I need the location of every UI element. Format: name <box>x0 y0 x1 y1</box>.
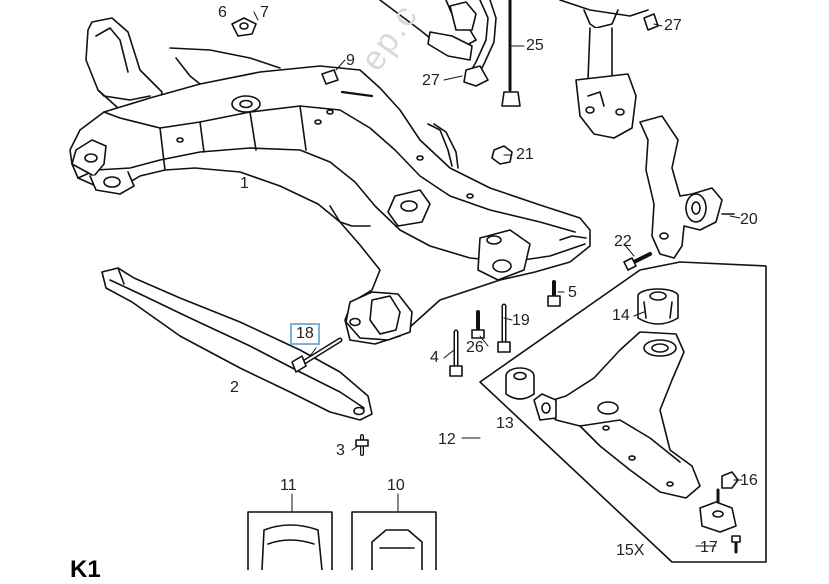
bushing-13 <box>505 367 535 400</box>
bolts-group <box>449 280 561 377</box>
label-part-18-highlighted: 18 <box>290 323 320 345</box>
label-part-1: 1 <box>240 175 249 192</box>
label-part-16: 16 <box>740 472 758 489</box>
nut-21 <box>491 145 513 165</box>
callout-box-10 <box>351 511 437 570</box>
label-part-10: 10 <box>387 477 405 494</box>
label-part-4: 4 <box>430 349 439 366</box>
bolt-18 <box>291 337 343 373</box>
knuckle <box>639 115 735 259</box>
stabilizer-link <box>379 0 521 107</box>
callout-box-11 <box>247 511 333 570</box>
callout-box-12 <box>479 261 767 563</box>
label-part-17: 17 <box>700 539 718 556</box>
plate-6 <box>231 17 257 37</box>
label-part-3: 3 <box>336 442 345 459</box>
label-part-19: 19 <box>512 312 530 329</box>
label-part-15x: 15X <box>616 542 645 559</box>
label-part-26: 26 <box>466 339 484 356</box>
parts-diagram: ep.c 6 7 9 27 25 27 21 1 20 22 5 14 19 1… <box>69 0 767 583</box>
brace-plate <box>101 267 373 421</box>
label-part-21: 21 <box>516 146 534 163</box>
label-part-22: 22 <box>614 233 632 250</box>
leader-lines <box>253 11 743 547</box>
bushing-14 <box>637 288 679 325</box>
label-part-11: 11 <box>280 477 297 494</box>
label-part-14: 14 <box>612 307 630 324</box>
label-part-5: 5 <box>568 284 577 301</box>
label-part-12: 12 <box>438 431 456 448</box>
label-part-20: 20 <box>740 211 758 228</box>
label-part-2: 2 <box>230 379 239 396</box>
label-part-27-b: 27 <box>664 17 682 34</box>
bolt-22 <box>623 252 652 271</box>
label-part-13: 13 <box>496 415 514 432</box>
control-arm <box>533 331 701 499</box>
label-part-9: 9 <box>346 52 355 69</box>
bolt-9 <box>321 69 339 85</box>
label-part-25: 25 <box>526 37 544 54</box>
bolt-3 <box>355 434 369 456</box>
ball-joint <box>699 471 741 554</box>
diagram-drawing <box>69 0 767 570</box>
label-part-7: 7 <box>260 4 269 21</box>
subframe <box>69 17 591 345</box>
label-part-27-a: 27 <box>422 72 440 89</box>
strut <box>559 0 659 139</box>
label-part-6: 6 <box>218 4 227 21</box>
section-code: K1 <box>70 556 101 583</box>
